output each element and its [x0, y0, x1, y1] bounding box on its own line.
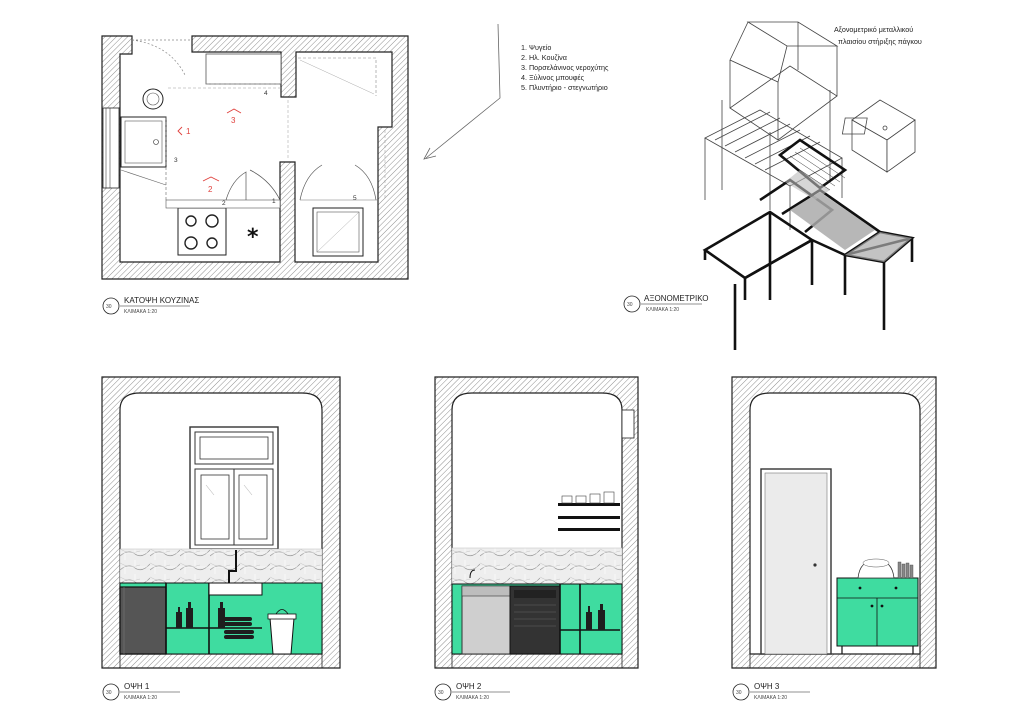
caption-elev2-scale: ΚΛΙΜΑΚΑ 1:20 [456, 695, 489, 701]
legend: 1. Ψυγείο 2. Ηλ. Κουζίνα 3. Πορσελάνινος… [521, 43, 609, 92]
asterisk-mark: * [247, 225, 259, 250]
plan-label-1: 1 [272, 198, 276, 205]
axon-note-line1: Αξονομετρικό μεταλλικού [834, 25, 913, 34]
axon-note-line2: πλαισίου στήριξης πάγκου [838, 37, 922, 46]
caption-elev3-title: ΟΨΗ 3 [754, 682, 780, 691]
caption-plan: 30 ΚΑΤΟΨΗ ΚΟΥΖΙΝΑΣ ΚΛΙΜΑΚΑ 1:20 [102, 296, 199, 315]
trash-bin [267, 609, 297, 655]
caption-elev3-scale: ΚΛΙΜΑΚΑ 1:20 [754, 695, 787, 701]
side-cabinet [836, 558, 919, 654]
caption-elev3-number: 30 [736, 690, 742, 696]
elevation-1 [101, 376, 341, 669]
plan-label-3: 3 [174, 157, 178, 164]
plan-label-2: 2 [222, 200, 226, 207]
window [189, 426, 279, 550]
axonometric-frame: Αξονομετρικό μεταλλικού πλαισίου στήριξη… [702, 21, 922, 350]
wall-shelves [558, 491, 620, 531]
cooker [177, 207, 227, 256]
plan-walls [101, 35, 409, 280]
caption-axon: 30 ΑΞΟΝΟΜΕΤΡΙΚΟ ΚΛΙΜΑΚΑ 1:20 [623, 294, 709, 313]
caption-elev1: 30 ΟΨΗ 1 ΚΛΙΜΑΚΑ 1:20 [102, 682, 180, 701]
caption-axon-number: 30 [627, 302, 633, 308]
legend-item-1: 1. Ψυγείο [521, 43, 551, 52]
caption-elev1-title: ΟΨΗ 1 [124, 682, 150, 691]
caption-elev3: 30 ΟΨΗ 3 ΚΛΙΜΑΚΑ 1:20 [732, 682, 810, 701]
plan-label-5: 5 [353, 195, 357, 202]
caption-plan-title: ΚΑΤΟΨΗ ΚΟΥΖΙΝΑΣ [124, 296, 199, 305]
wooden-buffet [205, 53, 282, 85]
red-mark-2: 2 [208, 185, 213, 194]
bottles [176, 602, 225, 628]
caption-elev2-number: 30 [438, 690, 444, 696]
leader-arrow [423, 23, 501, 160]
caption-axon-title: ΑΞΟΝΟΜΕΤΡΙΚΟ [644, 294, 709, 303]
elevation-2 [434, 376, 639, 669]
caption-elev1-scale: ΚΛΙΜΑΚΑ 1:20 [124, 695, 157, 701]
legend-item-4: 4. Ξύλινος μπουφές [521, 73, 585, 82]
caption-elev1-number: 30 [106, 690, 112, 696]
red-mark-3: 3 [231, 116, 236, 125]
dishwasher [461, 585, 511, 655]
elevation-3 [731, 376, 937, 669]
legend-item-2: 2. Ηλ. Κουζίνα [521, 53, 567, 62]
caption-elev2-title: ΟΨΗ 2 [456, 682, 482, 691]
red-mark-1: 1 [186, 127, 191, 136]
plan-label-4: 4 [264, 90, 268, 97]
caption-elev2: 30 ΟΨΗ 2 ΚΛΙΜΑΚΑ 1:20 [434, 682, 510, 701]
legend-item-3: 3. Πορσελάνινος νεροχύτης [521, 63, 609, 72]
caption-axon-scale: ΚΛΙΜΑΚΑ 1:20 [646, 307, 679, 313]
porcelain-sink [120, 116, 167, 168]
caption-plan-number: 30 [106, 304, 112, 310]
caption-plan-scale: ΚΛΙΜΑΚΑ 1:20 [124, 309, 157, 315]
floor-plan: 4 3 2 1 5 1 2 3 * [101, 35, 409, 280]
marble-backsplash [119, 548, 323, 584]
legend-item-5: 5. Πλυντήριο - στεγνωτήριο [521, 83, 608, 92]
door [760, 468, 832, 655]
